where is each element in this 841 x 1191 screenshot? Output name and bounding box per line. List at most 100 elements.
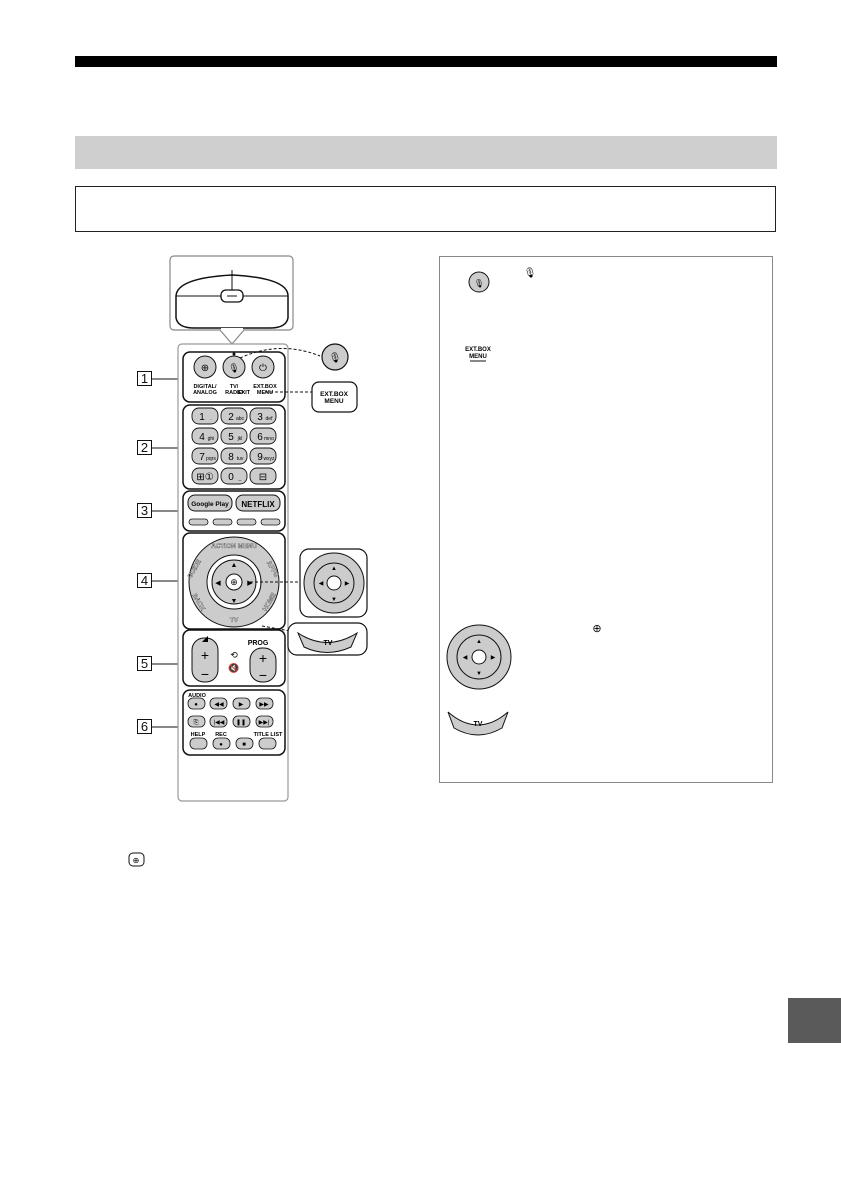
numpad-letters: mno — [264, 436, 274, 442]
svg-text:⎘: ⎘ — [194, 719, 199, 726]
numpad-button[interactable] — [191, 427, 219, 445]
group-number-4: 4 — [137, 573, 152, 588]
svg-text:▶: ▶ — [239, 702, 244, 708]
group-number-2: 2 — [137, 440, 152, 455]
numpad-digit: ⊟ — [259, 472, 267, 483]
numpad-digit: ⊞① — [196, 472, 213, 483]
chapter-tab — [788, 998, 841, 1043]
numpad-letters: jkl — [237, 436, 243, 442]
numpad-letters: . — [210, 416, 211, 422]
callout-tv-label: TV — [324, 640, 333, 647]
svg-text:■: ■ — [242, 742, 246, 748]
section-heading-bar — [75, 136, 777, 169]
svg-text:▲: ▲ — [476, 639, 482, 645]
svg-text:▼: ▼ — [331, 597, 337, 603]
svg-text:⊕: ⊕ — [201, 363, 209, 374]
numpad-button[interactable] — [249, 467, 277, 485]
callout-ext-box-label: EXT.BOX — [320, 391, 348, 398]
title-list-label: TITLE LIST — [254, 732, 283, 738]
group-number-5: 5 — [137, 656, 152, 671]
info-box — [439, 256, 773, 783]
numpad-letters: pqrs — [206, 456, 216, 462]
numpad-button[interactable] — [220, 427, 248, 445]
row1-buttons: ⊕ 🎙 ⏻ — [193, 352, 275, 379]
svg-text:▼: ▼ — [476, 671, 482, 677]
svg-text:◀: ◀ — [215, 580, 221, 587]
numpad-digit: 9 — [257, 452, 263, 463]
svg-text:●: ● — [194, 702, 198, 708]
svg-text:◢: ◢ — [202, 634, 209, 643]
svg-text:▲: ▲ — [231, 562, 238, 569]
group-number-6: 6 — [137, 719, 152, 734]
svg-text:−: − — [259, 667, 267, 683]
svg-text:+: + — [201, 647, 209, 663]
svg-text:DIGITAL/: DIGITAL/ — [193, 384, 217, 390]
svg-text:⏻: ⏻ — [259, 363, 267, 374]
svg-text:ANALOG: ANALOG — [193, 390, 217, 396]
svg-text:◀◀: ◀◀ — [214, 702, 224, 708]
numpad-letters: tuv — [237, 456, 244, 462]
svg-text:▶: ▶ — [345, 581, 350, 587]
google-play-label: Google Play — [191, 501, 229, 508]
numpad-button[interactable] — [220, 467, 248, 485]
callout-menu-label: MENU — [324, 398, 343, 405]
svg-text:●: ● — [219, 742, 223, 748]
numpad-button[interactable] — [220, 447, 248, 465]
svg-text:MENU: MENU — [257, 390, 273, 396]
svg-text:🎙: 🎙 — [228, 363, 239, 373]
svg-text:|◀◀: |◀◀ — [214, 720, 225, 726]
group-number-3: 3 — [137, 503, 152, 518]
numpad-button[interactable] — [220, 407, 248, 425]
svg-text:🎙: 🎙 — [474, 279, 484, 288]
numpad-button[interactable] — [249, 427, 277, 445]
svg-text:RADIO: RADIO — [225, 390, 243, 396]
info-ext-box-label: EXT.BOX — [465, 347, 491, 353]
numpad-digit: 8 — [228, 452, 234, 463]
svg-text:−: − — [201, 666, 209, 682]
svg-text:❚❚: ❚❚ — [236, 719, 246, 726]
svg-text:+: + — [259, 650, 267, 666]
numpad-button[interactable] — [191, 407, 219, 425]
svg-text:🎙: 🎙 — [524, 267, 537, 279]
prog-label: PROG — [248, 640, 269, 647]
svg-text:◀: ◀ — [463, 655, 468, 661]
numpad-button[interactable] — [191, 467, 219, 485]
svg-text:▶: ▶ — [247, 580, 253, 587]
numpad-button[interactable] — [249, 407, 277, 425]
numpad-button[interactable] — [249, 447, 277, 465]
info-menu-label: MENU — [469, 354, 487, 360]
numpad-button[interactable] — [191, 447, 219, 465]
svg-text:🎙: 🎙 — [329, 352, 342, 364]
numpad-letters: ghi — [208, 436, 215, 442]
svg-text:▶: ▶ — [491, 655, 496, 661]
svg-text:TV/: TV/ — [230, 384, 239, 390]
svg-text:▼: ▼ — [231, 598, 238, 605]
numpad-letters: wxyz — [263, 456, 275, 462]
numpad-digit: 0 — [228, 472, 234, 483]
svg-text:EXIT: EXIT — [238, 390, 251, 396]
svg-text:⊕: ⊕ — [133, 856, 140, 865]
numpad-letters: def — [266, 416, 274, 422]
svg-text:⊕: ⊕ — [592, 623, 601, 635]
remote-top-zoom — [169, 255, 294, 345]
svg-text:▶▶|: ▶▶| — [259, 720, 270, 726]
info-tv-label: TV — [474, 721, 483, 728]
svg-text:◀: ◀ — [319, 581, 324, 587]
tv-label: TV — [230, 617, 239, 624]
svg-text:⟲: ⟲ — [230, 650, 238, 660]
notice-box — [75, 186, 776, 232]
group-number-1: 1 — [137, 371, 152, 386]
audio-label: AUDIO — [188, 693, 206, 699]
numpad-digit: 1 — [199, 412, 205, 423]
svg-text:▲: ▲ — [331, 566, 337, 572]
numpad-letters: abc — [236, 416, 245, 422]
svg-text:▶▶: ▶▶ — [259, 702, 269, 708]
numpad-letters: _ — [238, 476, 242, 482]
numpad-digit: 3 — [257, 412, 263, 423]
svg-text:EXT.BOX: EXT.BOX — [253, 384, 277, 390]
svg-text:🔇: 🔇 — [228, 662, 239, 673]
header-rule — [75, 56, 777, 67]
numpad-digit: 2 — [228, 412, 234, 423]
